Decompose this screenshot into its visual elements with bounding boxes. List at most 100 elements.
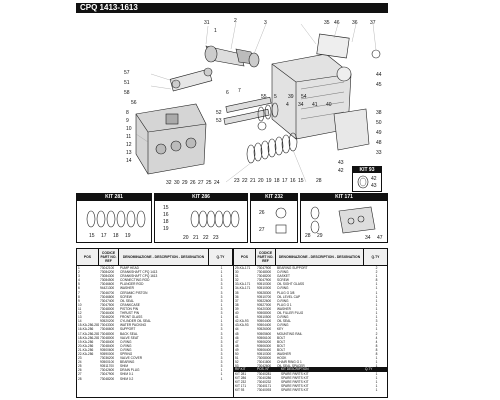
callout-49: 49 [376,130,382,136]
cell-code: 73042600 [256,364,276,368]
callout-16: 16 [290,178,296,184]
cell-pos: 19-KA-286 [78,339,94,344]
callout-48: 48 [376,140,382,146]
cell-desc: KEY [277,327,284,332]
cell-desc: PLUG G 1 [277,302,292,307]
cell-qty: 1 [375,302,378,307]
cell-pos: 20-KA-286 [78,343,94,348]
cell-code: 90511700 [100,364,114,369]
cell-pos: 9 [78,298,80,303]
cell-desc: OIL SEAL [120,298,135,303]
kit-table: RIF.KIT POS. N° KIT DESCRIPTION Q.TY KIT… [234,367,388,392]
kit-171-num-28: 28 [305,233,311,239]
cell-qty: 1 [375,379,378,384]
cell-desc: O-RING [277,323,289,328]
cell-qty: 1 [375,383,378,388]
kit-286-box: KIT 286 15 16 18 19 20 21 22 23 [154,193,248,243]
cell-qty: 3 [220,278,223,283]
cell-pos: 12 [78,311,82,316]
cell-code: 73046700 [100,290,115,295]
cell-code: 73048000 [100,331,115,336]
cell-code: 73048000 [257,270,272,275]
callout-4: 4 [286,102,289,108]
cell-code: 73046600 [100,327,115,332]
callout-30: 30 [174,180,180,186]
cell-desc: O-RING [120,339,132,344]
kit-281-num-18: 18 [113,233,119,239]
cell-pos: 47 [235,339,239,344]
parts-table-right: POS CODICE PART NO. REF DENOMINAZIONE - … [234,249,388,397]
cell-desc: O-RING [120,343,132,348]
cell-qty: 3 [220,323,223,328]
cell-pos: 6 [78,286,80,291]
callout-32: 32 [166,180,172,186]
callout-20: 20 [258,178,264,184]
cell-qty: 3 [220,331,223,336]
cell-code: 90510300 [257,282,272,287]
cell-pos: 30 [235,270,239,275]
kit-table-header: RIF.KIT POS. N° KIT DESCRIPTION Q.TY [234,367,388,372]
cell-pos: 17-KA-286-281 [78,331,99,336]
cell-pos: 53 [234,364,256,368]
kit-286-label: KIT 286 [155,194,247,201]
cell-code: 73047400 [100,298,115,303]
cell-code: 73047500 [100,302,115,307]
cell-desc: OIL FILLER PLUG [277,311,304,316]
cell-code: 73048400 [100,339,115,344]
cell-pos: 15-KA-286-281 [78,323,99,328]
cell-qty: 1 [375,282,378,287]
cell-pos: 16-KA-286 [78,327,94,332]
cell-pos: 51 [235,356,239,361]
cell-code: 73046400 [100,311,115,316]
callout-58: 58 [124,90,130,96]
cell-code: 73048200 [100,376,115,381]
cell-qty: 1 [375,356,378,361]
col-desc: DENOMINAZIONE - DESCRIPTION - DESIGNATIO… [276,249,364,265]
table-row: 5373042600OIL SEAL SPACER1 [234,364,388,368]
callout-2: 2 [234,18,237,24]
pump-head-illustration [135,103,207,175]
callout-55: 55 [261,94,267,100]
cell-code: 90504400 [257,323,272,328]
callout-29: 29 [182,180,188,186]
exploded-view-diagram: 31 2 3 1 35 46 36 37 44 45 57 51 58 56 4… [124,18,382,186]
cell-qty: 1 [375,286,378,291]
cell-desc: WATER PACKING [120,323,147,328]
cell-code: 73042100 [100,266,115,270]
callout-43: 43 [338,160,344,166]
cell-code: 94421300 [100,286,115,291]
cell-qty: 1 [375,311,378,316]
callout-3: 3 [264,20,267,26]
cell-desc: PUMP HEAD [120,266,139,270]
kit-232-parts: 26 27 [259,207,287,234]
cell-desc: O-RING [120,347,132,352]
cell-pos: 46 [235,335,239,340]
cell-qty: 3 [220,343,223,348]
callout-38: 38 [376,110,382,116]
kit-93-rings: 42 43 [357,175,377,189]
kit-171-num-29: 29 [317,233,323,239]
cell-qty: 3 [220,335,223,340]
cell-qty: 3 [220,282,223,287]
cell-qty: 1 [220,376,223,381]
callout-17: 17 [282,178,288,184]
cell-code: 73040286 [257,375,272,380]
cell-pos: 44 [235,327,239,332]
cell-desc: CONNECTING ROD [120,278,150,283]
callout-8: 8 [126,110,129,116]
col-code: CODICE PART NO. REF [256,249,276,265]
cell-qty: 1 [220,270,223,275]
kit-93-num-42: 42 [371,176,377,182]
